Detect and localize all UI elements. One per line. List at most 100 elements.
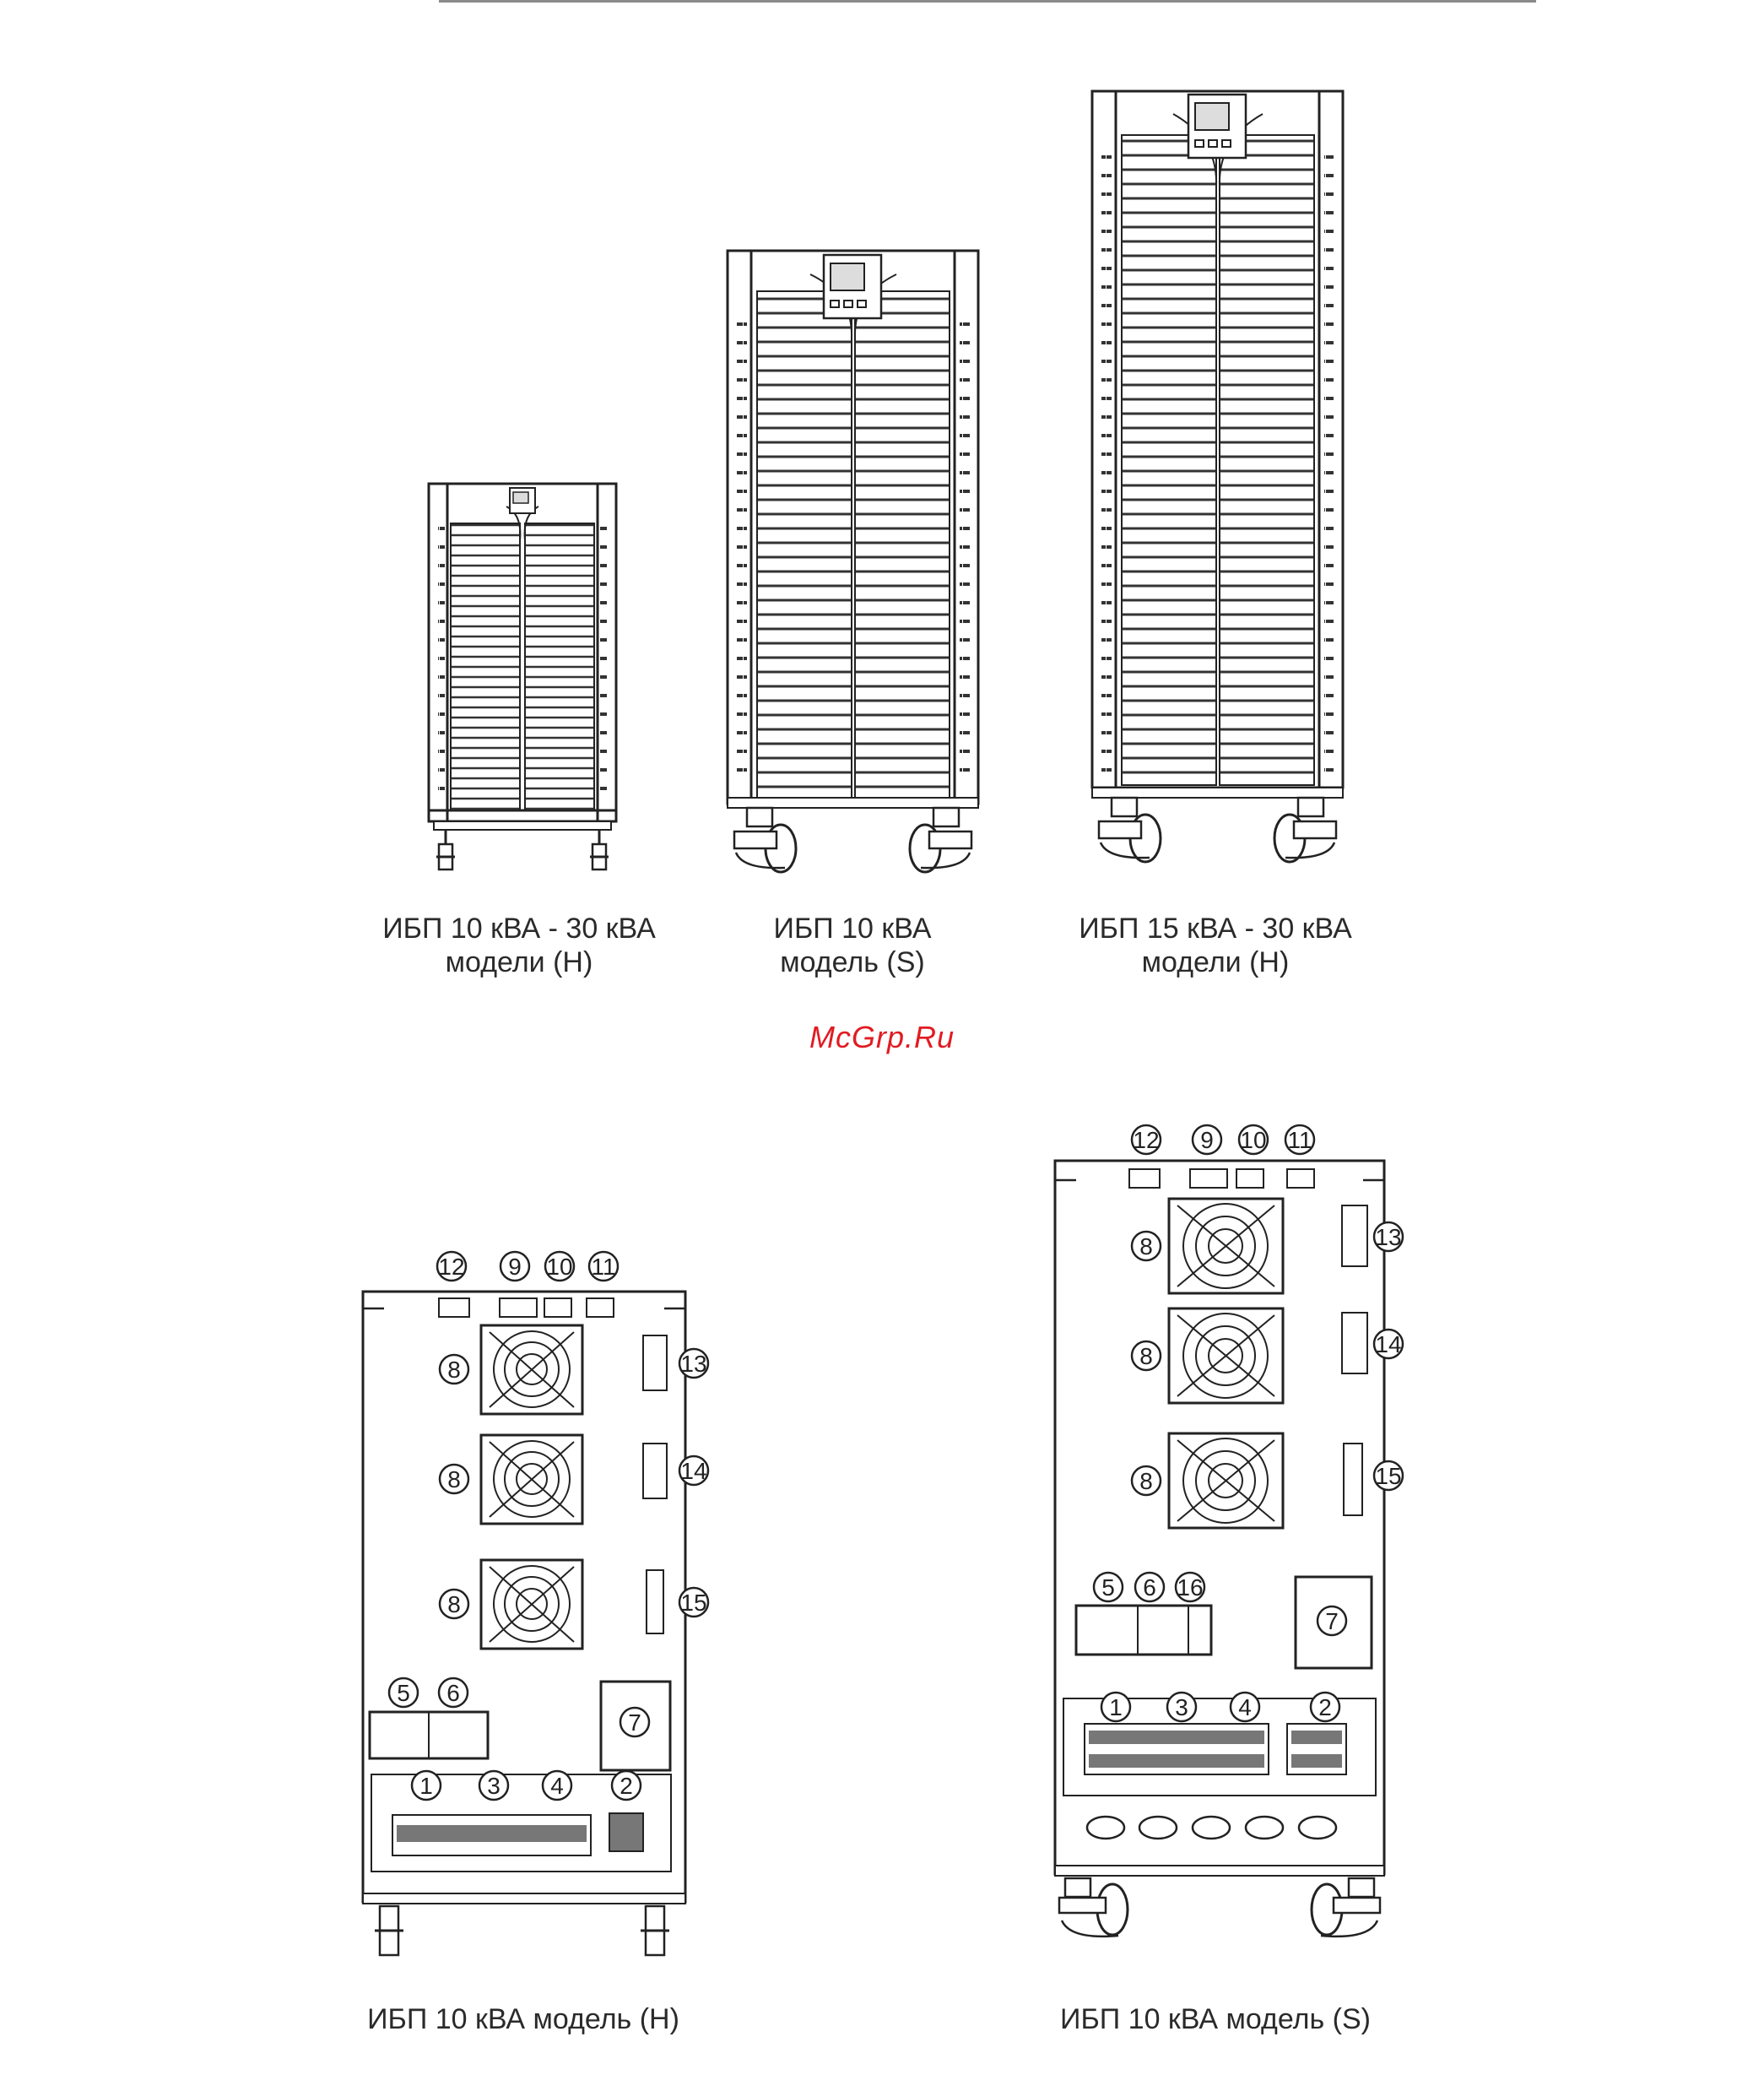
caption-line: ИБП 10 кВА - 30 кВА (367, 912, 671, 945)
callout-8: 8 (440, 1590, 468, 1618)
caption-line: модели (H) (1063, 945, 1367, 979)
callout-14: 14 (679, 1456, 708, 1485)
callout-9: 9 (501, 1252, 529, 1281)
callout-13: 13 (679, 1349, 708, 1378)
svg-text:4: 4 (550, 1773, 564, 1799)
callout-5: 5 (1094, 1573, 1123, 1601)
svg-text:3: 3 (487, 1773, 501, 1799)
svg-text:7: 7 (628, 1709, 641, 1736)
caption-line: ИБП 15 кВА - 30 кВА (1063, 912, 1367, 945)
svg-text:9: 9 (508, 1254, 522, 1280)
callout-14: 14 (1374, 1330, 1403, 1358)
svg-text:5: 5 (397, 1680, 410, 1706)
callout-12: 12 (437, 1252, 466, 1281)
svg-text:9: 9 (1200, 1127, 1214, 1153)
callout-1: 1 (1101, 1693, 1130, 1721)
callout-8: 8 (440, 1465, 468, 1493)
svg-text:10: 10 (1240, 1127, 1266, 1153)
svg-text:14: 14 (1375, 1331, 1401, 1357)
callout-10: 10 (1239, 1125, 1268, 1154)
svg-text:8: 8 (1139, 1468, 1153, 1494)
fan (481, 1325, 582, 1414)
caption-front-tall: ИБП 15 кВА - 30 кВА модели (H) (1063, 912, 1367, 979)
svg-text:2: 2 (1318, 1694, 1332, 1720)
callout-16: 16 (1176, 1573, 1204, 1601)
callout-6: 6 (1135, 1573, 1164, 1601)
callout-3: 3 (1167, 1693, 1196, 1721)
front-view-medium-s (728, 251, 978, 872)
rear-view-s (1055, 1161, 1384, 1937)
svg-text:8: 8 (447, 1466, 461, 1492)
front-view-tall-h (1092, 91, 1343, 862)
callout-1: 1 (412, 1771, 441, 1800)
callout-8: 8 (1132, 1232, 1161, 1260)
callout-2: 2 (1311, 1693, 1339, 1721)
callout-6: 6 (439, 1678, 468, 1707)
svg-text:13: 13 (1375, 1224, 1401, 1250)
callout-15: 15 (679, 1588, 708, 1617)
callout-15: 15 (1374, 1461, 1403, 1490)
callout-13: 13 (1374, 1222, 1403, 1251)
callout-8: 8 (440, 1355, 468, 1384)
caster (734, 808, 796, 872)
svg-text:12: 12 (438, 1254, 464, 1280)
svg-text:1: 1 (419, 1773, 433, 1799)
svg-text:3: 3 (1175, 1694, 1188, 1720)
svg-text:12: 12 (1133, 1127, 1159, 1153)
callout-4: 4 (543, 1771, 571, 1800)
svg-text:15: 15 (1375, 1463, 1401, 1489)
svg-text:8: 8 (447, 1357, 461, 1383)
caption-rear-h: ИБП 10 кВА модель (H) (338, 2002, 709, 2036)
fan (1169, 1433, 1283, 1528)
callout-8: 8 (1132, 1466, 1161, 1495)
svg-text:13: 13 (680, 1351, 706, 1377)
callout-10: 10 (545, 1252, 574, 1281)
callout-3: 3 (479, 1771, 508, 1800)
front-view-small-h (429, 484, 616, 869)
svg-text:6: 6 (446, 1680, 460, 1706)
svg-text:1: 1 (1109, 1694, 1123, 1720)
svg-text:10: 10 (546, 1254, 572, 1280)
callout-7: 7 (1318, 1606, 1346, 1635)
caster (590, 830, 609, 869)
caption-line: модели (H) (367, 945, 671, 979)
svg-text:14: 14 (680, 1458, 706, 1484)
callout-4: 4 (1231, 1693, 1259, 1721)
svg-text:16: 16 (1177, 1574, 1203, 1601)
svg-text:7: 7 (1325, 1608, 1339, 1634)
callout-11: 11 (589, 1252, 618, 1281)
callout-2: 2 (612, 1771, 641, 1800)
caster (436, 830, 455, 869)
svg-text:8: 8 (1139, 1233, 1153, 1259)
rear-view-h (363, 1292, 685, 1955)
caption-line: ИБП 10 кВА модель (H) (338, 2002, 709, 2036)
callout-7: 7 (620, 1708, 649, 1736)
caption-line: ИБП 10 кВА модель (S) (1030, 2002, 1401, 2036)
caption-line: ИБП 10 кВА (726, 912, 979, 945)
caption-front-medium: ИБП 10 кВА модель (S) (726, 912, 979, 979)
svg-text:6: 6 (1143, 1574, 1156, 1601)
caster (1059, 1878, 1128, 1937)
fan (1169, 1199, 1283, 1293)
caster (910, 808, 971, 872)
svg-text:11: 11 (1287, 1127, 1312, 1153)
callout-5: 5 (389, 1678, 418, 1707)
svg-text:15: 15 (680, 1590, 706, 1616)
caster (1312, 1878, 1380, 1937)
fan (481, 1435, 582, 1524)
svg-text:2: 2 (620, 1773, 633, 1799)
svg-text:8: 8 (447, 1591, 461, 1617)
callout-8: 8 (1132, 1341, 1161, 1370)
callout-11: 11 (1285, 1125, 1314, 1154)
caster (1274, 798, 1336, 862)
caster (1099, 798, 1161, 862)
fan (1169, 1308, 1283, 1403)
caption-front-small: ИБП 10 кВА - 30 кВА модели (H) (367, 912, 671, 979)
svg-text:11: 11 (591, 1254, 615, 1280)
svg-text:5: 5 (1101, 1574, 1115, 1601)
svg-text:4: 4 (1238, 1694, 1252, 1720)
watermark: McGrp.Ru (0, 1020, 1764, 1055)
caption-line: модель (S) (726, 945, 979, 979)
callout-12: 12 (1132, 1125, 1161, 1154)
callout-9: 9 (1193, 1125, 1221, 1154)
